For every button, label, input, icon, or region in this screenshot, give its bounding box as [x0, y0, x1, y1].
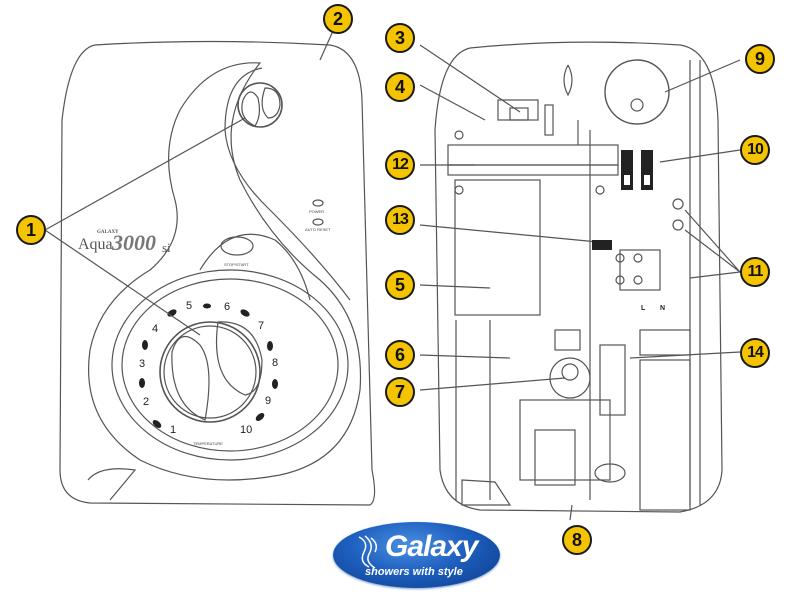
front-swoosh — [88, 62, 362, 481]
showerhead-figure-icon — [358, 535, 378, 569]
power-indicator-label: POWER — [309, 209, 325, 214]
callout-12: 12 — [385, 150, 415, 180]
callout-14: 14 — [740, 338, 770, 368]
callout-13: 13 — [385, 205, 415, 235]
flow-knob — [237, 82, 283, 128]
dial-number-6: 6 — [224, 301, 231, 313]
model-suffix-text: si — [162, 240, 171, 255]
temperature-dial — [159, 321, 261, 423]
logo-name: Galaxy — [385, 530, 478, 563]
temperature-dial-surround — [111, 269, 349, 461]
flow-valve — [604, 59, 670, 125]
callout-3: 3 — [385, 23, 415, 53]
terminal-live-label: L — [641, 305, 646, 312]
callout-6: 6 — [385, 340, 415, 370]
callout-2: 2 — [323, 4, 353, 34]
dial-number-2: 2 — [143, 396, 150, 408]
dial-number-9: 9 — [265, 395, 272, 407]
dial-number-8: 8 — [272, 357, 279, 369]
dial-number-1: 1 — [170, 424, 177, 436]
temperature-label: TEMPERATURE — [193, 441, 223, 446]
front-unit-outline — [59, 40, 376, 506]
stop-start-label: STOP/START — [224, 262, 249, 267]
callout-7: 7 — [385, 377, 415, 407]
logo-tagline: showers with style — [365, 566, 463, 578]
dial-number-3: 3 — [139, 358, 146, 370]
galaxy-logo: Galaxy showers with style — [333, 522, 500, 588]
callout-4: 4 — [385, 72, 415, 102]
callout-1: 1 — [16, 215, 46, 245]
stop-start-button — [220, 236, 254, 256]
callout-9: 9 — [745, 44, 775, 74]
callout-8: 8 — [562, 525, 592, 555]
thermal-cutout — [592, 240, 612, 250]
callout-5: 5 — [385, 270, 415, 300]
auto-reset-indicator-label: AUTO RESET — [305, 227, 331, 232]
back-unit-outline — [434, 41, 723, 513]
brand-small-text: GALAXY — [97, 230, 119, 235]
model-prefix-text: Aqua — [78, 236, 113, 253]
dial-number-4: 4 — [152, 323, 159, 335]
callout-11: 11 — [740, 257, 770, 287]
dial-number-7: 7 — [258, 320, 265, 332]
dial-number-5: 5 — [186, 300, 193, 312]
terminal-neutral-label: N — [660, 305, 666, 312]
cable-entry — [594, 463, 626, 483]
dial-number-10: 10 — [240, 424, 253, 436]
callout-10: 10 — [740, 135, 770, 165]
model-number-text: 3000 — [112, 230, 156, 255]
heater-tank — [454, 179, 541, 316]
